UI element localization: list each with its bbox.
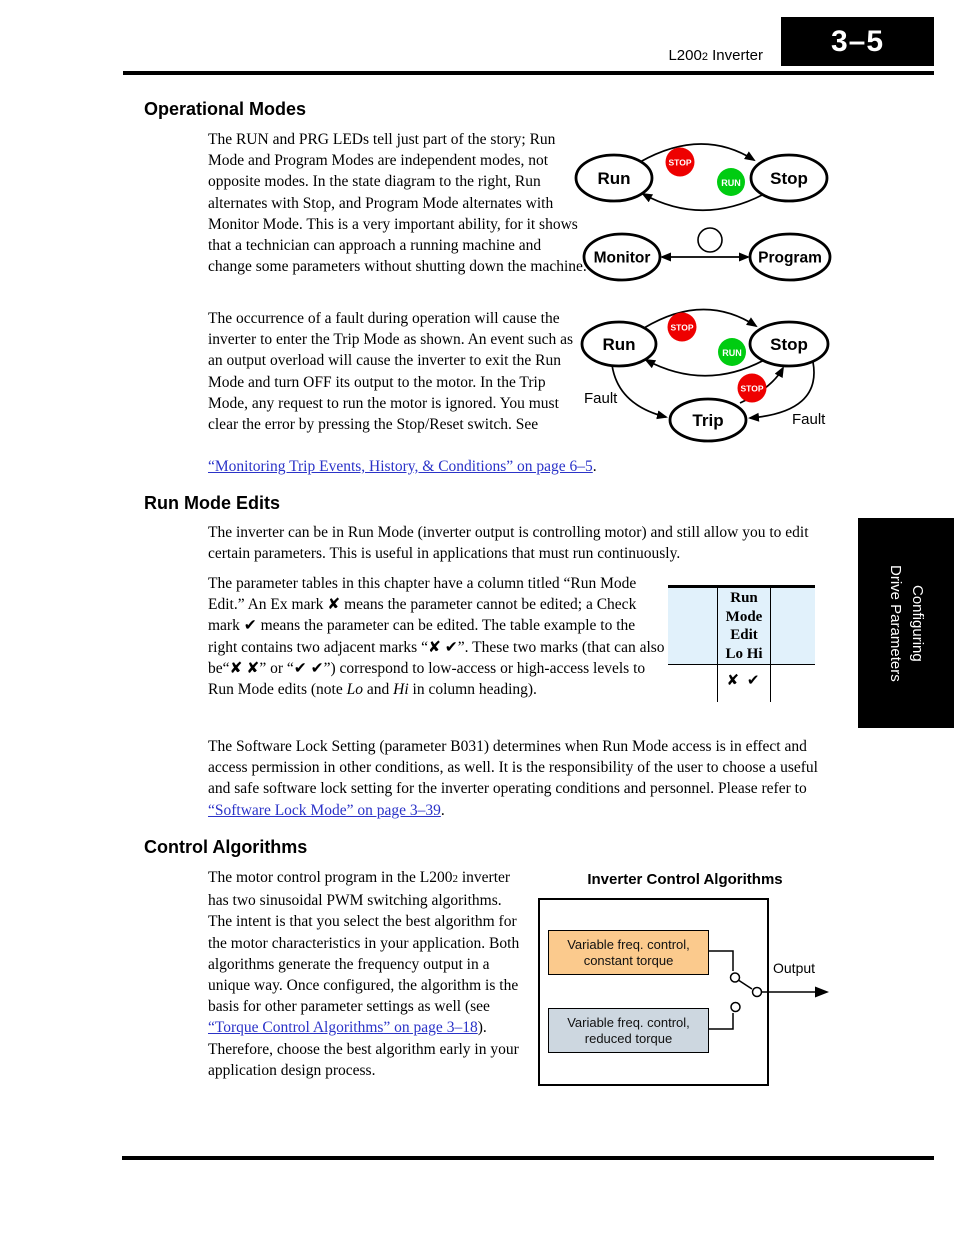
link-torque-control-algorithms[interactable]: “Torque Control Algorithms” on page 3–18 (208, 1019, 478, 1037)
table-header-cell-run-mode-edit: Run Mode Edit Lo Hi (717, 588, 771, 664)
table-body-row: ✘ ✔ (668, 665, 815, 702)
paragraph-text: inverter has two sinusoidal PWM switchin… (208, 869, 520, 1016)
state-node-monitor (582, 232, 662, 282)
run-mode-edits-paragraph-2: The parameter tables in this chapter hav… (208, 573, 666, 700)
state-diagram-run-stop-monitor-program: Run Stop STOP RUN Monitor Program (574, 143, 832, 282)
chapter-side-tab: Configuring Drive Parameters (858, 518, 954, 728)
state-label-trip: Trip (692, 411, 723, 430)
side-tab-line-2: Drive Parameters (887, 564, 904, 682)
mode-key-icon (697, 227, 723, 253)
state-node-program (748, 232, 832, 282)
state-label-stop: Stop (770, 169, 808, 188)
fault-label-right: Fault (792, 411, 826, 428)
table-header-row: Run Mode Edit Lo Hi (668, 588, 815, 665)
paragraph-text: The motor control program in the L200 (208, 869, 453, 886)
box-line: Variable freq. control, (567, 1014, 690, 1030)
link-monitoring-trip-events[interactable]: “Monitoring Trip Events, History, & Cond… (208, 458, 593, 475)
arrow-stop-to-trip-fault (748, 361, 815, 422)
table-cell-right (771, 665, 815, 702)
table-header-cell-right (771, 588, 815, 664)
control-algorithms-paragraph: The motor control program in the L2002 i… (208, 867, 524, 1081)
stop-reset-button-label: STOP (741, 384, 764, 394)
algorithm-diagram-frame (538, 898, 769, 1086)
paragraph-text: and (363, 681, 394, 699)
header-line: Edit (730, 627, 758, 643)
side-tab-line-1: Configuring (908, 584, 926, 662)
stop-button-label: STOP (671, 323, 694, 333)
state-label-monitor: Monitor (594, 250, 651, 267)
state-node-trip (668, 397, 748, 443)
state-label-run: Run (597, 169, 630, 188)
header-line: Mode (725, 608, 763, 625)
box-line: Variable freq. control, (567, 936, 690, 952)
run-button-icon (718, 338, 746, 366)
arrow-stop-to-run (641, 192, 767, 212)
run-mode-edits-paragraph-3: The Software Lock Setting (parameter B03… (208, 736, 840, 821)
footer-rule (122, 1156, 934, 1160)
output-label: Output (773, 960, 816, 976)
stop-reset-button-icon (737, 373, 767, 403)
page-number: 3–5 (830, 24, 885, 58)
state-diagram-run-stop-trip: Run Stop Trip STOP RUN STOP Fault Fault (580, 308, 830, 443)
italic-hi: Hi (393, 681, 409, 699)
link-trailing-period: . (592, 458, 597, 475)
box-line: reduced torque (584, 1030, 673, 1046)
product-name-subscript: 2 (701, 51, 708, 63)
section-heading-operational-modes: Operational Modes (144, 99, 307, 119)
paragraph-text: The Software Lock Setting (parameter B03… (208, 738, 818, 798)
paragraph-2-text: The occurrence of a fault during operati… (208, 310, 574, 434)
product-name-rest: Inverter (707, 47, 763, 64)
state-node-stop (749, 153, 829, 203)
side-tab-text: Configuring Drive Parameters (884, 565, 928, 682)
table-cell-marks: ✘ ✔ (717, 665, 771, 702)
algorithm-box-constant-torque: Variable freq. control, constant torque (548, 930, 709, 975)
box-line: constant torque (583, 952, 674, 968)
run-mode-edits-paragraph-1: The inverter can be in Run Mode (inverte… (208, 524, 809, 563)
state-label-program: Program (758, 250, 822, 267)
run-button-label: RUN (721, 178, 741, 188)
run-button-icon (717, 168, 745, 196)
product-subscript: 2 (452, 873, 459, 885)
algorithm-box-reduced-torque: Variable freq. control, reduced torque (548, 1008, 709, 1053)
operational-modes-paragraph-1: The RUN and PRG LEDs tell just part of t… (208, 131, 587, 276)
arrow-run-to-stop (639, 143, 756, 163)
section-heading-control-algorithms: Control Algorithms (144, 837, 308, 857)
stop-button-label: STOP (669, 158, 692, 168)
stop-button-icon (665, 147, 695, 177)
algorithm-diagram-title: Inverter Control Algorithms (587, 871, 783, 888)
output-arrowhead-icon (815, 986, 829, 998)
fault-label-left: Fault (584, 390, 618, 407)
product-name: L200 (668, 47, 702, 64)
table-cell-left (668, 665, 717, 702)
state-node-run (574, 153, 654, 203)
arrow-run-to-stop (643, 308, 758, 329)
paragraph-text: The parameter tables in this chapter hav… (208, 575, 665, 699)
operational-modes-paragraph-2: The occurrence of a fault during operati… (208, 308, 588, 435)
state-label-run: Run (602, 335, 635, 354)
state-node-run (580, 320, 658, 368)
state-node-stop (748, 320, 830, 368)
state-label-stop: Stop (770, 335, 808, 354)
link-trailing-period: . (440, 801, 445, 819)
section-heading-run-mode-edits: Run Mode Edits (144, 493, 280, 513)
header-rule (123, 71, 934, 75)
arrow-stop-to-run (644, 358, 767, 377)
paragraph-text: in column heading). (408, 681, 537, 699)
arrow-run-to-trip-fault (611, 364, 668, 420)
running-header: L2002 Inverter (668, 47, 763, 64)
operational-modes-paragraph-2-linkline: “Monitoring Trip Events, History, & Cond… (208, 456, 597, 477)
paragraph-text: ). Therefore, choose the best algorithm … (208, 1019, 519, 1079)
header-line: Run (730, 590, 758, 606)
link-software-lock-mode[interactable]: “Software Lock Mode” on page 3–39 (208, 801, 441, 819)
table-header-cell-left (668, 588, 717, 664)
stop-button-icon (667, 312, 697, 342)
page-number-box: 3–5 (781, 17, 934, 66)
run-button-label: RUN (722, 348, 742, 358)
italic-lo: Lo (346, 681, 363, 699)
header-line: Lo Hi (725, 645, 763, 662)
run-mode-edit-example-table: Run Mode Edit Lo Hi ✘ ✔ (668, 585, 815, 702)
